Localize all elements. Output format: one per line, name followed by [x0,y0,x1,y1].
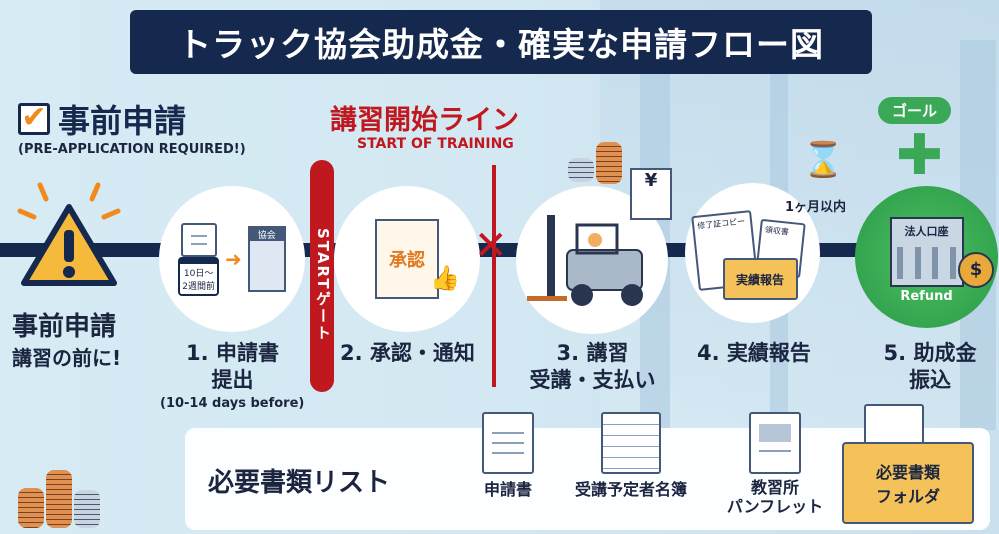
deadline-label: 1ヶ月以内 [785,200,847,215]
pre-application-heading: ✔ 事前申請 [18,96,186,142]
document-icon [180,222,217,257]
training-start-line [492,165,496,387]
forklift-icon [527,215,643,306]
step-5-label: 5. 助成金 振込 [883,341,977,393]
folder-icon: 実績報告 [722,258,798,300]
warning-subtitle: 講習の前に! [12,346,122,370]
doc-item-application: 申請書 [482,412,534,499]
step-2-label: 2. 承認・通知 [340,341,475,365]
calendar-icon: 10日〜 2週間前 [178,256,219,296]
step-1-note: (10-14 days before) [160,396,305,411]
warning-title: 事前申請 [12,312,117,342]
document-icon [482,412,534,474]
step-1-circle: 10日〜 2週間前 ➜ 協会 [159,186,305,332]
required-docs-folder: 必要書類 フォルダ [842,404,974,524]
training-line-heading: 講習開始ライン [330,105,519,136]
step-4-circle: 修了証コピー 領収書 実績報告 [685,183,820,323]
warning-icon [17,182,121,286]
pamphlet-icon [749,412,801,474]
thumbs-up-icon: 👍 [430,264,460,292]
coins-icon [568,142,622,184]
required-docs-heading: 必要書類リスト [208,468,391,498]
checkbox-icon: ✔ [18,103,50,135]
cross-icon: ✕ [474,223,508,269]
receipt-icon: ¥ [630,168,672,220]
step-3-label: 3. 講習 受講・支払い [529,341,656,393]
step-5-circle: 法人口座 Refund $ [855,186,998,328]
doc-item-pamphlet: 教習所 パンフレット [720,412,830,516]
arrow-right-icon: ➜ [224,247,242,271]
step-4-label: 4. 実績報告 [697,341,811,365]
step-2-circle: 承認 👍 [334,186,480,332]
doc-item-roster: 受講予定者名簿 [566,412,696,499]
certificate-icon: 承認 [375,219,439,299]
start-gate: STARTゲート [310,160,334,392]
coin-stacks-icon [18,470,100,528]
refund-label: Refund [900,288,953,304]
page-title: トラック協会助成金・確実な申請フロー図 [130,10,872,74]
goal-badge: ゴール [878,97,952,124]
hourglass-icon: ⌛ [802,140,845,180]
step-1-label: 1. 申請書 提出 [186,341,279,393]
building-icon: 協会 [247,226,286,292]
training-line-subtitle: START OF TRAINING [357,136,514,152]
bank-icon: 法人口座 [889,216,964,287]
money-bag-icon: $ [958,252,994,288]
spreadsheet-icon [601,412,661,474]
pre-application-subtitle: (PRE-APPLICATION REQUIRED!) [18,142,246,157]
plus-icon: ✚ [896,123,943,188]
